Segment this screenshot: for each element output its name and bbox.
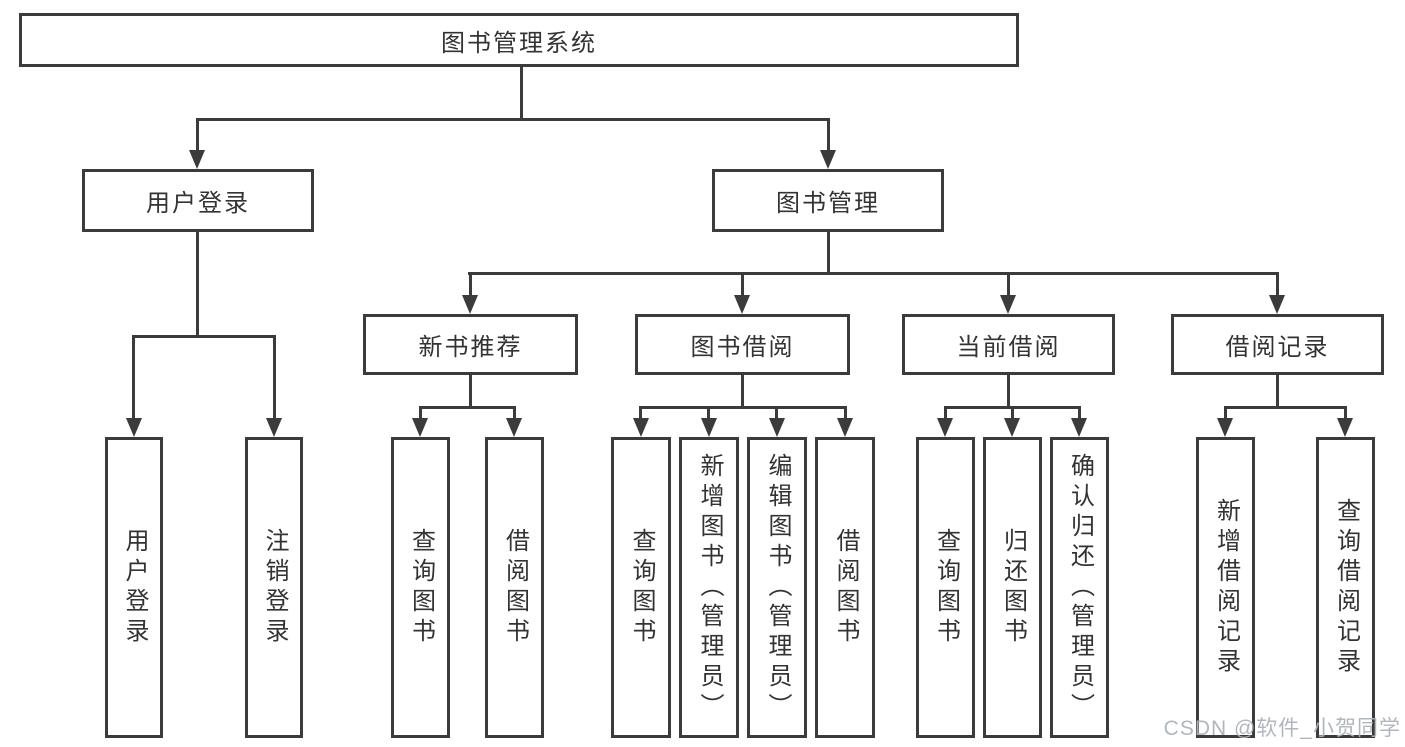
arrow-down-icon <box>701 418 717 437</box>
node-borrow-records: 借阅记录 <box>1171 314 1384 375</box>
arrow-down-icon <box>633 418 649 437</box>
leaf-borrow-query-books-label: 查询图书 <box>628 527 655 648</box>
connector-recommend-junction <box>419 406 516 409</box>
connector-stem-br-query <box>1344 406 1347 421</box>
connector-stem-current-borrow <box>1007 272 1010 298</box>
leaf-logout: 注销登录 <box>245 437 303 738</box>
arrow-down-icon <box>1071 418 1087 437</box>
connector-level1-junction <box>196 118 830 121</box>
leaf-current-query-books: 查询图书 <box>916 437 975 738</box>
connector-user-login-junction <box>132 335 276 338</box>
leaf-recommend-query-books-label: 查询图书 <box>407 527 435 648</box>
connector-stem-book-management <box>827 118 830 154</box>
leaf-records-add-record: 新增借阅记录 <box>1196 437 1255 738</box>
arrow-down-icon <box>1269 295 1285 314</box>
connector-recommend-stub <box>469 375 472 408</box>
arrow-down-icon <box>462 295 478 314</box>
arrow-down-icon <box>1000 295 1016 314</box>
connector-stem-user-login <box>196 118 199 154</box>
connector-stem-cb-confirm <box>1078 406 1081 421</box>
node-root: 图书管理系统 <box>19 13 1019 67</box>
leaf-recommend-query-books: 查询图书 <box>391 437 450 738</box>
connector-stem-user-login-action <box>132 335 135 421</box>
arrow-down-icon <box>734 295 750 314</box>
arrow-down-icon <box>1004 418 1020 437</box>
connector-stem-book-borrow <box>741 272 744 298</box>
connector-user-login-stub <box>196 232 199 338</box>
arrow-down-icon <box>820 150 836 169</box>
connector-stem-bb-query <box>639 406 642 421</box>
node-current-borrow-label: 当前借阅 <box>956 334 1061 361</box>
node-book-management-label: 图书管理 <box>776 190 880 217</box>
leaf-borrow-add-books-admin-label: 新增图书（管理员） <box>696 452 723 723</box>
arrow-down-icon <box>937 418 953 437</box>
node-root-label: 图书管理系统 <box>441 29 597 57</box>
node-new-book-recommend-label: 新书推荐 <box>418 334 523 361</box>
leaf-logout-label: 注销登录 <box>261 527 288 648</box>
leaf-records-query-record: 查询借阅记录 <box>1316 437 1375 738</box>
leaf-records-query-record-label: 查询借阅记录 <box>1332 497 1360 678</box>
leaf-borrow-borrow-books: 借阅图书 <box>815 437 875 738</box>
node-book-management: 图书管理 <box>712 169 944 232</box>
leaf-recommend-borrow-books-label: 借阅图书 <box>501 527 529 648</box>
leaf-current-confirm-return-admin-label: 确认归还（管理员） <box>1066 452 1094 723</box>
arrow-down-icon <box>1217 418 1233 437</box>
connector-book-borrow-junction <box>639 406 847 409</box>
arrow-down-icon <box>506 418 522 437</box>
arrow-down-icon <box>769 418 785 437</box>
leaf-records-add-record-label: 新增借阅记录 <box>1212 497 1240 678</box>
connector-stem-bb-edit <box>775 406 778 421</box>
csdn-watermark: CSDN @软件_小贺同学 <box>1163 717 1401 740</box>
leaf-current-return-books: 归还图书 <box>983 437 1042 738</box>
connector-stem-bb-borrow <box>844 406 847 421</box>
node-current-borrow: 当前借阅 <box>902 314 1115 375</box>
connector-book-borrow-stub <box>741 375 744 408</box>
leaf-current-return-books-label: 归还图书 <box>999 527 1027 648</box>
leaf-borrow-add-books-admin: 新增图书（管理员） <box>679 437 739 738</box>
leaf-recommend-borrow-books: 借阅图书 <box>485 437 544 738</box>
node-new-book-recommend: 新书推荐 <box>363 314 578 375</box>
connector-stem-logout <box>273 335 276 421</box>
connector-borrow-records-junction <box>1224 406 1347 409</box>
connector-stem-cb-query <box>944 406 947 421</box>
node-user-login-label: 用户登录 <box>146 190 250 217</box>
arrow-down-icon <box>1337 418 1353 437</box>
arrow-down-icon <box>266 418 282 437</box>
arrow-down-icon <box>126 418 142 437</box>
node-book-borrow-label: 图书借阅 <box>690 334 795 361</box>
arrow-down-icon <box>412 418 428 437</box>
arrow-down-icon <box>837 418 853 437</box>
connector-root-stub <box>520 67 523 120</box>
connector-book-management-stub <box>827 232 830 274</box>
leaf-user-login-action-label: 用户登录 <box>121 527 148 648</box>
connector-stem-cb-return <box>1011 406 1014 421</box>
node-user-login: 用户登录 <box>82 169 314 232</box>
leaf-borrow-borrow-books-label: 借阅图书 <box>832 527 859 648</box>
arrow-down-icon <box>189 150 205 169</box>
connector-current-borrow-stub <box>1007 375 1010 408</box>
leaf-user-login-action: 用户登录 <box>105 437 163 738</box>
node-borrow-records-label: 借阅记录 <box>1225 334 1330 361</box>
connector-stem-br-add <box>1224 406 1227 421</box>
connector-stem-borrow-records <box>1276 272 1279 298</box>
leaf-borrow-edit-books-admin: 编辑图书（管理员） <box>747 437 807 738</box>
connector-stem-bb-add <box>707 406 710 421</box>
leaf-current-confirm-return-admin: 确认归还（管理员） <box>1050 437 1109 738</box>
connector-stem-recommend-borrow <box>513 406 516 421</box>
connector-stem-new-book-recommend <box>469 272 472 298</box>
connector-stem-recommend-query <box>419 406 422 421</box>
leaf-borrow-query-books: 查询图书 <box>611 437 671 738</box>
leaf-current-query-books-label: 查询图书 <box>932 527 960 648</box>
connector-level3-junction <box>468 272 1278 275</box>
leaf-borrow-edit-books-admin-label: 编辑图书（管理员） <box>764 452 791 723</box>
node-book-borrow: 图书借阅 <box>635 314 850 375</box>
connector-borrow-records-stub <box>1276 375 1279 408</box>
